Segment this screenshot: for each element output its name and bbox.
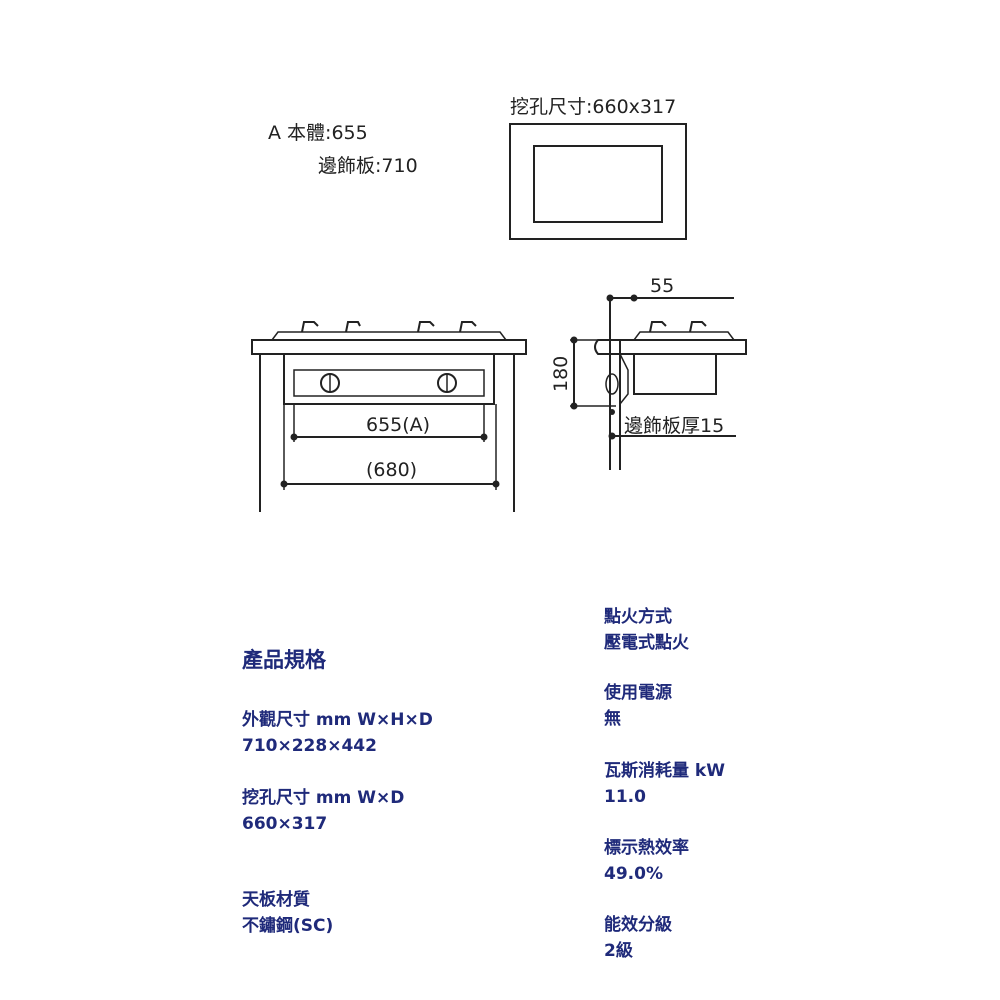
spec-value: 49.0%: [604, 864, 663, 884]
dim-680-label: (680): [366, 459, 417, 481]
grate-right-1: [417, 321, 435, 333]
side-body: [633, 353, 717, 395]
spec-label: 天板材質: [242, 890, 310, 910]
spec-cutout-size: 挖孔尺寸 mm W×D 660×317: [242, 785, 404, 837]
spec-label: 標示熱效率: [604, 838, 689, 858]
spec-power: 使用電源 無: [604, 680, 672, 732]
spec-label: 使用電源: [604, 683, 672, 703]
spec-value: 2級: [604, 941, 633, 961]
spec-value: 壓電式點火: [604, 633, 689, 653]
grate-left-2: [345, 321, 361, 333]
side-view: 55 180 邊飾板厚15: [550, 275, 747, 470]
spec-energy-grade: 能效分級 2級: [604, 912, 672, 964]
spec-label: 外觀尺寸 mm W×H×D: [242, 710, 433, 730]
spec-label: 點火方式: [604, 607, 672, 627]
dim-655a-label: 655(A): [366, 414, 430, 436]
spec-value: 710×228×442: [242, 736, 377, 756]
side-trim-plate: [619, 339, 747, 355]
front-knob-side: [594, 339, 620, 355]
cooktop-body: [283, 353, 495, 405]
cutout-dimension-label: 挖孔尺寸:660x317: [510, 96, 676, 118]
control-panel: [293, 369, 485, 397]
spec-label: 能效分級: [604, 915, 672, 935]
spec-value: 不鏽鋼(SC): [242, 916, 334, 936]
dim-180-label: 180: [550, 356, 572, 392]
spec-value: 660×317: [242, 814, 328, 834]
trim-dimension-label: 邊飾板:710: [318, 155, 418, 177]
spec-thermal-efficiency: 標示熱效率 49.0%: [604, 835, 689, 887]
spec-exterior-size: 外觀尺寸 mm W×H×D 710×228×442: [242, 707, 433, 759]
spec-gas-consumption: 瓦斯消耗量 kW 11.0: [604, 758, 725, 810]
trim-thickness-label: 邊飾板厚15: [624, 415, 724, 437]
front-view: 655(A) (680): [251, 321, 527, 512]
trim-plate: [251, 339, 527, 355]
knob-right: [437, 373, 457, 393]
spec-value: 11.0: [604, 787, 646, 807]
grate-left-1: [301, 321, 319, 333]
cutout-outer-rect: [509, 123, 687, 240]
dim-55-label: 55: [650, 275, 674, 297]
body-dimension-label: A 本體:655: [268, 122, 368, 144]
spec-value: 無: [604, 709, 621, 729]
cutout-inner-rect: [533, 145, 663, 223]
spec-top-material: 天板材質 不鏽鋼(SC): [242, 887, 333, 939]
dimension-diagram: A 本體:655 邊飾板:710 挖孔尺寸:660x317: [251, 96, 747, 512]
knob-left: [320, 373, 340, 393]
grate-right-2: [459, 321, 477, 333]
spec-label: 挖孔尺寸 mm W×D: [242, 788, 405, 808]
spec-title: 產品規格: [242, 648, 326, 672]
spec-label: 瓦斯消耗量 kW: [604, 761, 725, 781]
spec-ignition: 點火方式 壓電式點火: [604, 604, 689, 656]
